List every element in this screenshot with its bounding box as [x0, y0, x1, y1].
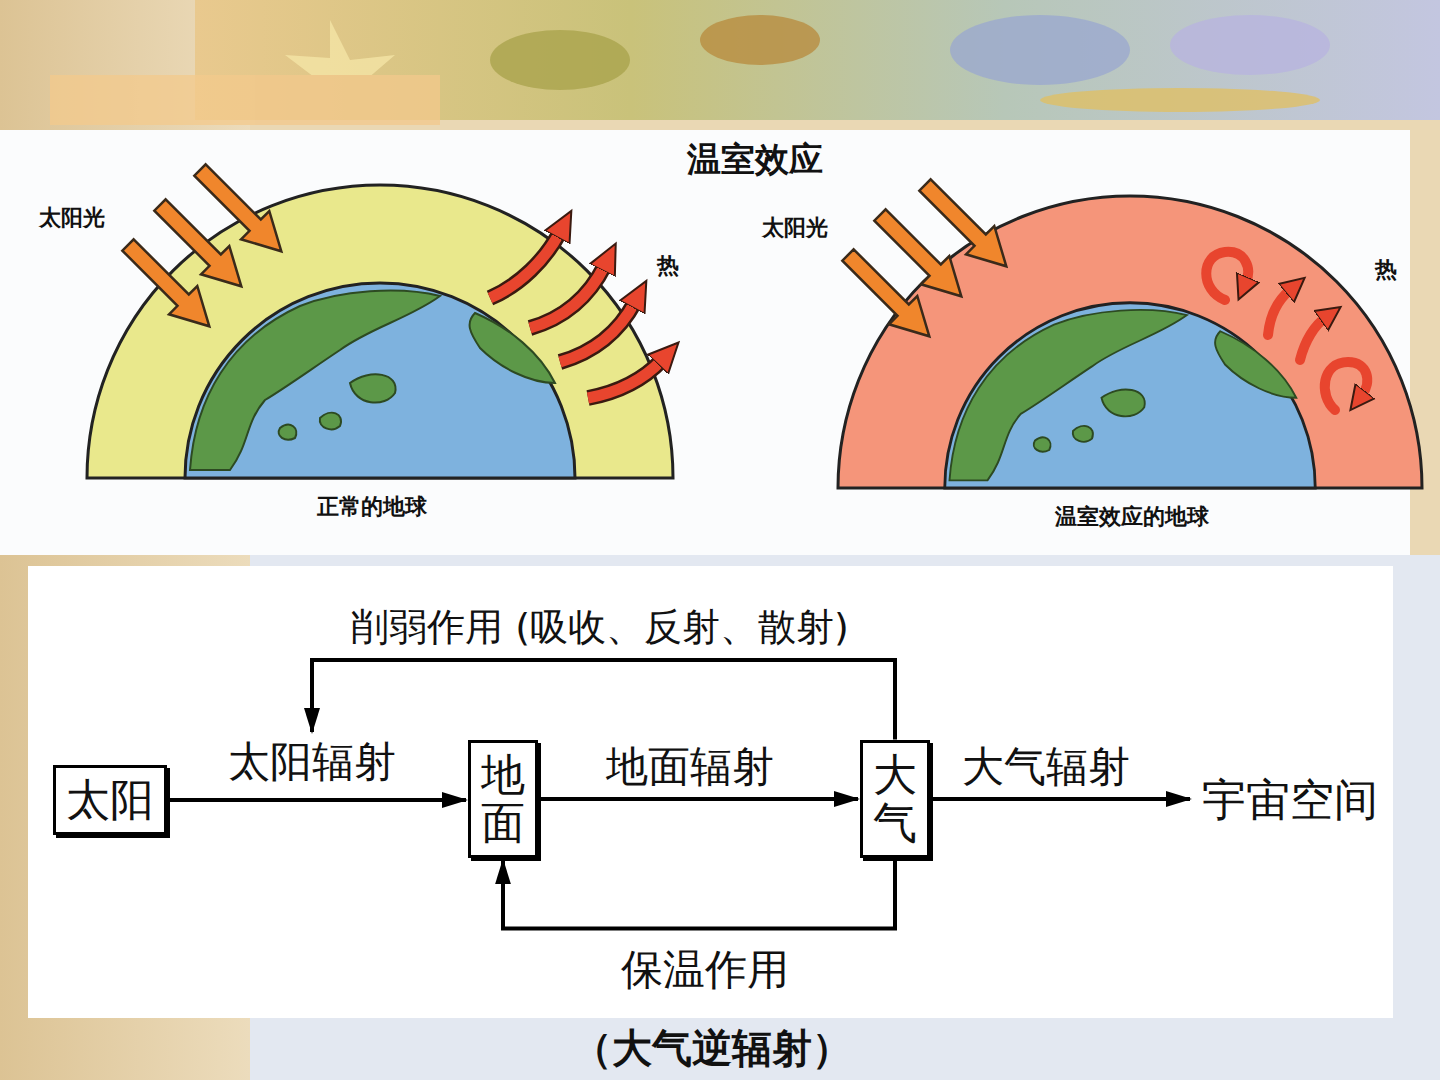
sunlight-arrows: [834, 171, 1021, 351]
illustration-panel: [0, 130, 1410, 555]
diagram-panel: [28, 566, 1393, 1018]
heat-label: 热: [657, 253, 679, 278]
atmosphere-halo: [87, 185, 673, 478]
trapped-heat-arrows: [1206, 252, 1367, 410]
banner-flowers: [50, 15, 1330, 125]
earth: [945, 303, 1316, 488]
thick-atmosphere: [838, 196, 1422, 488]
node-text: 太阳: [66, 776, 154, 824]
radiation-arrow: [538, 797, 858, 801]
edge-label: 地面辐射: [606, 743, 774, 791]
figure-title: 温室效应: [687, 140, 823, 179]
caption-note: （大气逆辐射）: [572, 1025, 852, 1071]
sunlight-arrows: [114, 156, 296, 341]
heat-label: 热: [1375, 257, 1397, 282]
figure-label: 正常的地球: [317, 494, 427, 519]
atmosphere-box: 大气: [860, 740, 930, 859]
edge-label: 大气辐射: [962, 743, 1130, 791]
radiation-arrow: [503, 858, 895, 928]
radiation-arrow: [930, 797, 1190, 801]
sunlight-label: 太阳光: [39, 205, 105, 230]
figure-label: 温室效应的地球: [1055, 504, 1209, 529]
node-text: 宇宙空间: [1202, 776, 1378, 824]
weakening-note: 削弱作用 (吸收、反射、散射): [351, 606, 849, 650]
source-box: 太阳: [53, 765, 167, 835]
edge-label: 太阳辐射: [228, 738, 396, 786]
sunlight-label: 太阳光: [762, 215, 828, 240]
node-text: 大气: [873, 751, 917, 848]
heat-arrows: [490, 232, 662, 398]
radiation-arrow: [167, 798, 466, 802]
weakening-arrow: [312, 660, 895, 740]
surface-box: 地面: [468, 740, 538, 859]
earth: [185, 283, 575, 478]
space-node: 宇宙空间: [1198, 774, 1382, 826]
edge-label: 保温作用: [621, 946, 789, 994]
node-text: 地面: [481, 751, 525, 848]
